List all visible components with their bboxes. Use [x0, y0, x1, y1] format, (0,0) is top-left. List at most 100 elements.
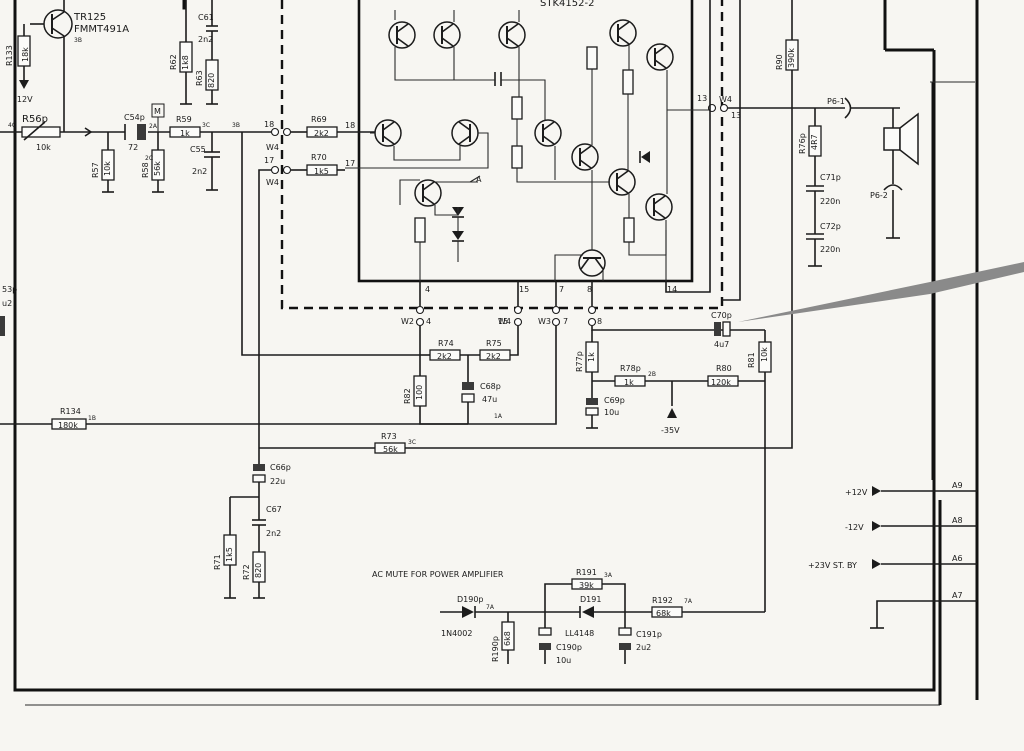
zone-1b: 1B [88, 415, 96, 422]
r69-value: 2k2 [314, 129, 329, 138]
r82-label: R82 [403, 388, 412, 404]
c71p-label: C71p [820, 173, 841, 182]
transistor-q2 [433, 21, 461, 49]
marker-m-label: M [154, 107, 161, 116]
ic-diode-3 [641, 151, 650, 163]
pin-13-inner: 13 [731, 111, 741, 120]
resistor-r56p [21, 126, 61, 138]
r72-value: 820 [254, 563, 263, 578]
connector-w4-a: W4 [266, 143, 279, 152]
c70p-label: C70p [711, 311, 732, 320]
connector-p6-2: P6-2 [870, 191, 888, 200]
capacitor-c54p [137, 124, 146, 140]
connector-a8: A8 [952, 516, 963, 525]
r73-label: R73 [381, 432, 397, 441]
r75-label: R75 [486, 339, 502, 348]
r134-label: R134 [60, 407, 81, 416]
connector-w3: W3 [538, 317, 551, 326]
c191p-value: 2u2 [636, 643, 651, 652]
supply-p23v-label: +23V ST. BY [808, 561, 857, 570]
supply-arrow-m12v-rail [872, 521, 881, 531]
ic-resistor-5 [414, 217, 426, 243]
pin-4-lower: 4 [426, 317, 431, 326]
connector-a7: A7 [952, 591, 963, 600]
r74-value: 2k2 [437, 352, 452, 361]
capacitor-c53p [0, 316, 5, 336]
transistor-q7 [451, 119, 479, 147]
supply-arrow-m12v [19, 80, 29, 89]
r70-value: 1k5 [314, 167, 329, 176]
ic-block: STK4152-2 [280, 0, 724, 310]
zone-2a-c54: 2A [149, 123, 158, 130]
r192-label: R192 [652, 596, 673, 605]
zone-markers: 3B 2A 1A 3C [149, 122, 503, 446]
r63-value: 820 [207, 73, 216, 88]
zone-3b: 3B [232, 122, 240, 129]
r77p-label: R77p [575, 351, 584, 372]
c54p-value: 72 [128, 143, 138, 152]
r191-label: R191 [576, 568, 597, 577]
speaker-cone [899, 112, 919, 166]
c67-value: 2n2 [266, 529, 281, 538]
zone-7a: 7A [486, 604, 495, 611]
c61-label: C61 [198, 13, 214, 22]
r76p-label: R76p [798, 133, 807, 154]
r75-value: 2k2 [486, 352, 501, 361]
supply-m12v-label: -12V [14, 95, 33, 104]
r63-label: R63 [195, 70, 204, 86]
pin-8-label: 8 [587, 285, 592, 294]
zone-3a: 3A [604, 572, 613, 579]
d190p-value: 1N4002 [441, 629, 472, 638]
zone-7a-r192: 7A [684, 598, 693, 605]
pin-18-inner: 18 [345, 121, 355, 130]
r78p-label: R78p [620, 364, 641, 373]
supply-m35v-label: -35V [661, 426, 680, 435]
r58-value: 56k [153, 161, 162, 176]
connector-p6-1: P6-1 [827, 97, 845, 106]
ic-resistor-1 [586, 46, 598, 70]
r76p-value: 4R7 [810, 134, 819, 150]
c69p-value: 10u [604, 408, 619, 417]
speaker-icon [883, 127, 901, 151]
c61-value: 2n2 [198, 35, 213, 44]
capacitor-c66p [253, 464, 265, 471]
r69-label: R69 [311, 115, 327, 124]
transistor-q1 [388, 21, 416, 49]
r59-value: 1k [180, 129, 190, 138]
r90-label: R90 [775, 54, 784, 70]
r70-label: R70 [311, 153, 327, 162]
supply-arrow-p23v [872, 559, 881, 569]
ic-resistor-2 [622, 69, 634, 95]
r59-label: R59 [176, 115, 192, 124]
connector-p6-1-jack [844, 97, 852, 119]
pin-A-label: A [476, 175, 482, 184]
ic-resistor-4 [511, 145, 523, 169]
pin-18-outer: 18 [264, 120, 274, 129]
pin-14-label: 14 [667, 285, 677, 294]
c67-label: C67 [266, 505, 282, 514]
r133-label: R133 [5, 45, 14, 66]
c190p-value: 10u [556, 656, 571, 665]
ac-mute-title: AC MUTE FOR POWER AMPLIFIER [372, 570, 504, 579]
transistor-q5 [646, 43, 674, 71]
transistor-q13 [578, 249, 606, 277]
capacitor-c70p [714, 322, 721, 336]
c71p-value: 220n [820, 197, 840, 206]
resistor-r59 [169, 126, 201, 138]
zone-2c-r58: 2C [145, 155, 153, 162]
capacitor-c69p [586, 398, 598, 405]
r82-value: 100 [415, 385, 424, 400]
zone-3c: 3C [202, 122, 210, 129]
pin-7-label: 7 [559, 285, 564, 294]
ac-mute-section: AC MUTE FOR POWER AMPLIFIER D190p 1N4002… [372, 568, 765, 665]
connector-p6-2-jack [883, 184, 903, 191]
r90-value: 390k [787, 48, 796, 68]
connector-w4-d: W4 [498, 317, 511, 326]
r62-label: R62 [169, 54, 178, 70]
r73-value: 56k [383, 445, 398, 454]
capacitor-c191p [619, 643, 631, 650]
feedback-resistors: R69 2k2 R70 1k5 [241, 115, 420, 448]
diode-d190p [462, 606, 474, 618]
zone-4c: 4C [8, 122, 16, 129]
connector-a6: A6 [952, 554, 963, 563]
